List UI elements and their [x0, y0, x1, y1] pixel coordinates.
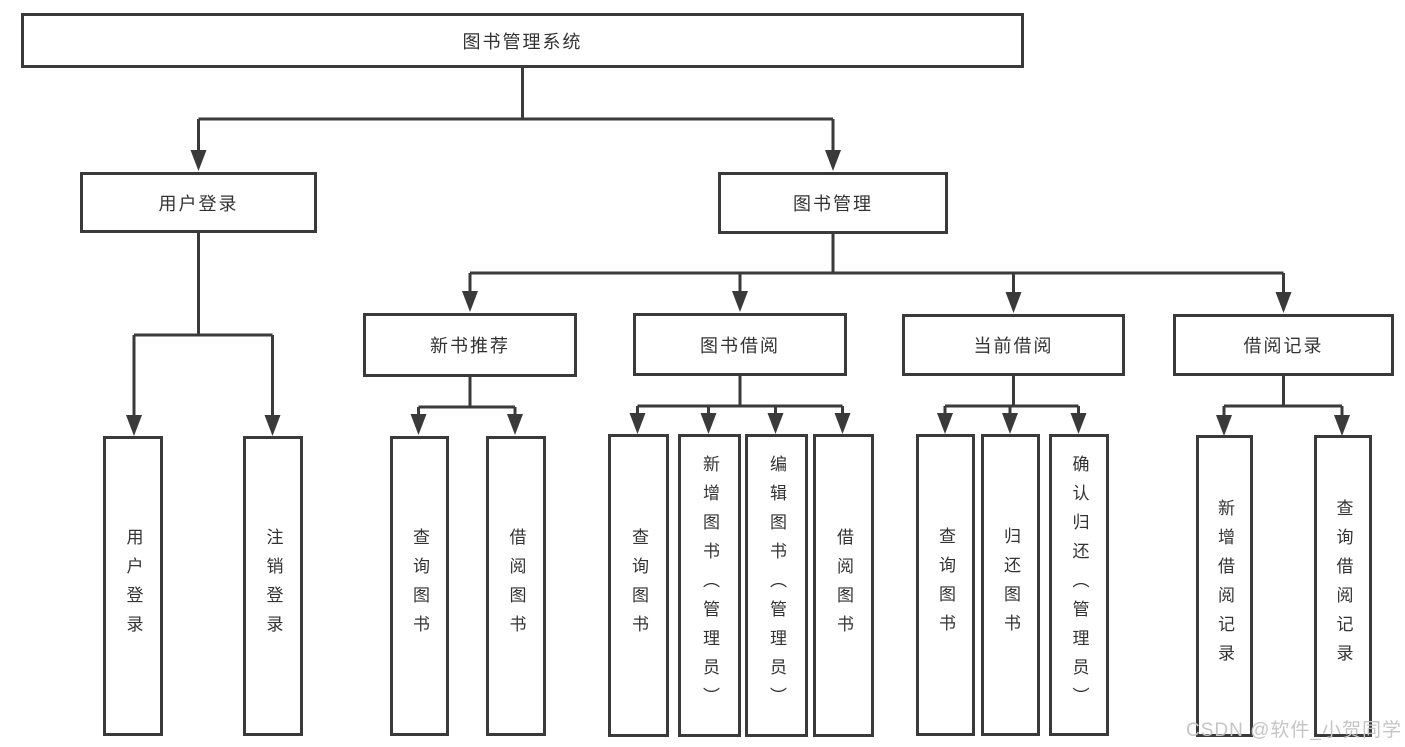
- node-book-management: 图书管理: [718, 172, 948, 234]
- leaf-user-login: 用户登录: [103, 436, 163, 736]
- leaf-current-return-books: 归还图书: [981, 434, 1040, 736]
- leaf-current-confirm-return-admin: 确认归还（管理员）: [1049, 434, 1109, 736]
- leaf-recommend-borrow-books: 借阅图书: [486, 436, 546, 736]
- book-borrowing-rail: [629, 376, 851, 434]
- leaf-current-return-books-label: 归还图书: [1001, 527, 1020, 643]
- leaf-borrowing-add-books-admin: 新增图书（管理员）: [678, 434, 741, 737]
- leaf-borrowing-edit-books-admin-label: 编辑图书（管理员）: [767, 455, 786, 716]
- leaf-current-query-books-label: 查询图书: [936, 527, 955, 643]
- leaf-records-add-borrow-record: 新增借阅记录: [1196, 435, 1253, 737]
- leaf-logout-label: 注销登录: [263, 528, 283, 644]
- node-book-borrowing: 图书借阅: [633, 313, 847, 376]
- node-library-management-system-label: 图书管理系统: [462, 31, 583, 52]
- current-borrowing-rail: [937, 376, 1087, 434]
- node-borrow-records-label: 借阅记录: [1243, 336, 1324, 356]
- node-user-login-label: 用户登录: [158, 193, 239, 214]
- node-current-borrowing: 当前借阅: [902, 314, 1125, 376]
- node-current-borrowing-label: 当前借阅: [973, 336, 1054, 356]
- leaf-records-query-borrow-record-label: 查询借阅记录: [1333, 499, 1353, 673]
- leaf-user-login-label: 用户登录: [123, 528, 143, 644]
- node-book-management-label: 图书管理: [793, 194, 873, 214]
- leaf-borrowing-query-books-label: 查询图书: [629, 527, 648, 644]
- node-borrow-records: 借阅记录: [1173, 314, 1394, 376]
- leaf-current-query-books: 查询图书: [916, 434, 975, 736]
- leaf-borrowing-borrow-books: 借阅图书: [813, 434, 874, 737]
- leaf-records-add-borrow-record-label: 新增借阅记录: [1215, 499, 1234, 673]
- node-user-login: 用户登录: [80, 172, 317, 233]
- book-management-branch-rail: [462, 234, 1292, 313]
- leaf-borrowing-borrow-books-label: 借阅图书: [834, 527, 853, 644]
- leaf-recommend-query-books: 查询图书: [390, 436, 449, 736]
- leaf-logout: 注销登录: [243, 436, 303, 736]
- leaf-borrowing-query-books: 查询图书: [608, 434, 669, 737]
- borrow-records-rail: [1216, 376, 1350, 436]
- node-book-borrowing-label: 图书借阅: [700, 335, 780, 356]
- leaf-borrowing-edit-books-admin: 编辑图书（管理员）: [745, 434, 808, 737]
- user-login-branch-rail: [126, 232, 281, 436]
- leaf-borrowing-add-books-admin-label: 新增图书（管理员）: [700, 455, 719, 716]
- node-new-book-recommend-label: 新书推荐: [430, 336, 510, 356]
- new-book-recommend-rail: [410, 377, 523, 435]
- node-new-book-recommend: 新书推荐: [363, 313, 577, 377]
- leaf-current-confirm-return-admin-label: 确认归还（管理员）: [1069, 454, 1089, 716]
- node-library-management-system: 图书管理系统: [21, 13, 1024, 68]
- leaf-recommend-query-books-label: 查询图书: [410, 528, 429, 644]
- leaf-recommend-borrow-books-label: 借阅图书: [506, 528, 526, 644]
- csdn-watermark: CSDN @软件_小贺同学: [1186, 720, 1402, 741]
- leaf-records-query-borrow-record: 查询借阅记录: [1314, 435, 1372, 737]
- root-stem-and-rail: [190, 68, 841, 171]
